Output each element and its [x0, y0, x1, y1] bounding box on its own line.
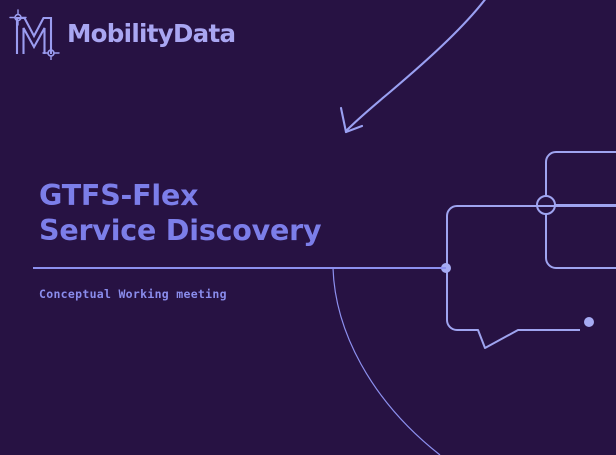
- panel-top-right: [545, 151, 616, 196]
- filled-dot-right-icon: [584, 317, 594, 327]
- panel-bottom-right: [545, 214, 616, 269]
- title-line-1: GTFS-Flex: [39, 179, 199, 212]
- hollow-circle-node-icon: [536, 195, 556, 215]
- title-divider-rule: [33, 267, 446, 269]
- subtitle-text: Conceptual Working meeting: [39, 287, 227, 301]
- mobilitydata-logo: MobilityData: [8, 8, 236, 60]
- arc-sweep-line: [332, 267, 441, 455]
- mobilitydata-m-mark-icon: [9, 9, 60, 60]
- curved-arrow-icon: [339, 0, 486, 134]
- title-line-2: Service Discovery: [39, 214, 322, 247]
- speech-bubble-outline: [446, 205, 616, 349]
- logo-wordmark: MobilityData: [67, 18, 236, 48]
- page-title: GTFS-Flex Service Discovery: [39, 178, 322, 248]
